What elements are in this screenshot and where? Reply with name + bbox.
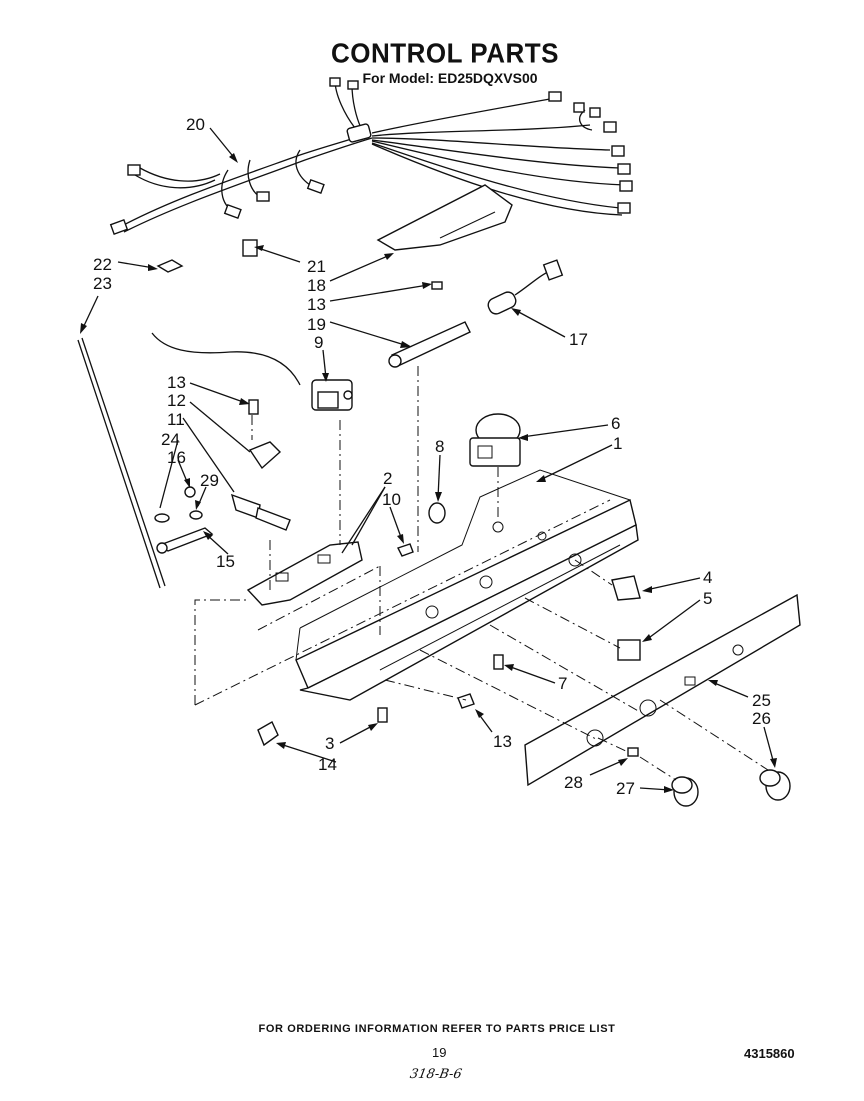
part-26-knob bbox=[759, 769, 791, 801]
part-6-timer bbox=[469, 413, 521, 467]
callout-16: 16 bbox=[167, 448, 186, 467]
model-line: For Model: ED25DQXVS00 bbox=[362, 70, 538, 86]
callout-28: 28 bbox=[564, 773, 583, 792]
part-13-screw-upper bbox=[431, 281, 443, 290]
callout-24: 24 bbox=[161, 430, 180, 449]
callout-3: 3 bbox=[325, 734, 334, 753]
callout-19: 19 bbox=[307, 315, 326, 334]
part-17-sensor bbox=[487, 259, 564, 315]
callout-13-left: 13 bbox=[167, 373, 186, 392]
part-28-lens bbox=[627, 747, 639, 757]
callout-10: 10 bbox=[382, 490, 401, 509]
part-21-clip bbox=[242, 239, 258, 257]
handwritten-note: 318-B-6 bbox=[408, 1067, 463, 1082]
part-11-shaft bbox=[230, 493, 291, 531]
wiring-harness bbox=[109, 77, 633, 235]
callout-2: 2 bbox=[383, 469, 392, 488]
ordering-note: FOR ORDERING INFORMATION REFER TO PARTS … bbox=[258, 1023, 616, 1035]
callout-7: 7 bbox=[558, 674, 567, 693]
callout-14: 14 bbox=[318, 755, 337, 774]
part-29-washer bbox=[189, 510, 203, 520]
callout-25: 25 bbox=[752, 691, 771, 710]
alignment-lines bbox=[194, 366, 769, 781]
callout-4: 4 bbox=[703, 568, 712, 587]
callout-6: 6 bbox=[611, 414, 620, 433]
callout-26: 26 bbox=[752, 709, 771, 728]
part-18-cover bbox=[376, 184, 513, 251]
part-23-rod bbox=[77, 337, 166, 589]
callout-12: 12 bbox=[167, 391, 186, 410]
callout-1: 1 bbox=[613, 434, 622, 453]
callout-labels: 20 21 22 23 18 13 19 17 9 13 12 11 24 16… bbox=[93, 115, 771, 798]
callout-17: 17 bbox=[569, 330, 588, 349]
part-10-screw bbox=[397, 543, 414, 557]
part-13-screw-left bbox=[248, 399, 259, 415]
callout-21: 21 bbox=[307, 257, 326, 276]
document-number: 4315860 bbox=[744, 1046, 795, 1061]
callout-18: 18 bbox=[307, 276, 326, 295]
part-1-housing bbox=[295, 469, 639, 701]
part-3-screw bbox=[377, 707, 388, 723]
diagram-title: CONTROL PARTS bbox=[331, 37, 559, 69]
part-24-washer bbox=[154, 513, 170, 523]
part-27-knob bbox=[671, 776, 699, 807]
part-22-bracket bbox=[156, 259, 184, 273]
callout-9: 9 bbox=[314, 333, 323, 352]
callout-13-lower: 13 bbox=[493, 732, 512, 751]
page-number: 19 bbox=[432, 1045, 447, 1060]
callout-8: 8 bbox=[435, 437, 444, 456]
part-14-clip bbox=[257, 721, 279, 747]
part-7-screw bbox=[493, 654, 504, 670]
part-12-bracket bbox=[248, 441, 282, 470]
part-2-bracket bbox=[246, 541, 363, 606]
callout-15: 15 bbox=[216, 552, 235, 571]
part-13-screw-lower bbox=[457, 693, 475, 709]
part-19-probe bbox=[388, 321, 471, 368]
callout-13-upper: 13 bbox=[307, 295, 326, 314]
part-15-arm bbox=[158, 527, 214, 552]
part-9-control bbox=[151, 332, 353, 411]
part-4-switch bbox=[611, 575, 641, 601]
part-16-screw bbox=[184, 486, 196, 498]
callout-20: 20 bbox=[186, 115, 205, 134]
callout-23: 23 bbox=[93, 274, 112, 293]
callout-11: 11 bbox=[167, 410, 185, 429]
callout-5: 5 bbox=[703, 589, 712, 608]
callout-29: 29 bbox=[200, 471, 219, 490]
leader-lines bbox=[80, 127, 777, 793]
callout-22: 22 bbox=[93, 255, 112, 274]
part-5-switch bbox=[617, 639, 641, 661]
callout-27: 27 bbox=[616, 779, 635, 798]
part-8-grommet bbox=[428, 502, 446, 524]
